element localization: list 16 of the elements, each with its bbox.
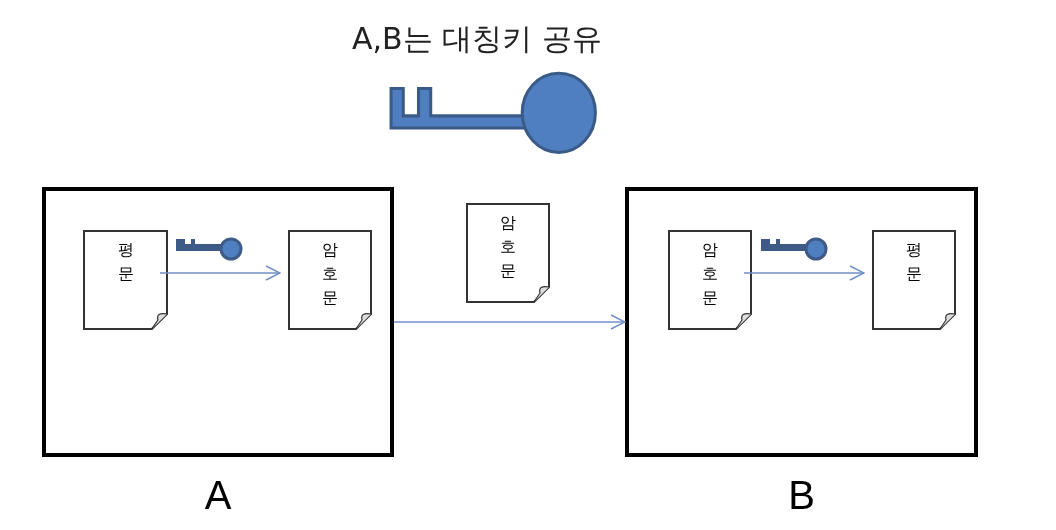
document-icon <box>668 230 752 330</box>
box-label: A <box>204 475 232 515</box>
document-icon <box>872 230 956 330</box>
arrow <box>743 265 865 281</box>
box-label: B <box>788 475 815 515</box>
document-text: 암호문 <box>322 240 338 308</box>
document-text: 암호문 <box>702 240 718 308</box>
document-icon <box>83 230 168 330</box>
document-icon <box>466 203 550 303</box>
arrow <box>393 314 626 330</box>
document-text: 암호문 <box>500 213 516 281</box>
title-text: A,B는 대칭키 공유 <box>352 20 602 58</box>
document-text: 평문 <box>906 240 922 284</box>
document-icon <box>288 230 372 330</box>
arrow <box>159 265 281 281</box>
document-text: 평문 <box>117 240 134 284</box>
